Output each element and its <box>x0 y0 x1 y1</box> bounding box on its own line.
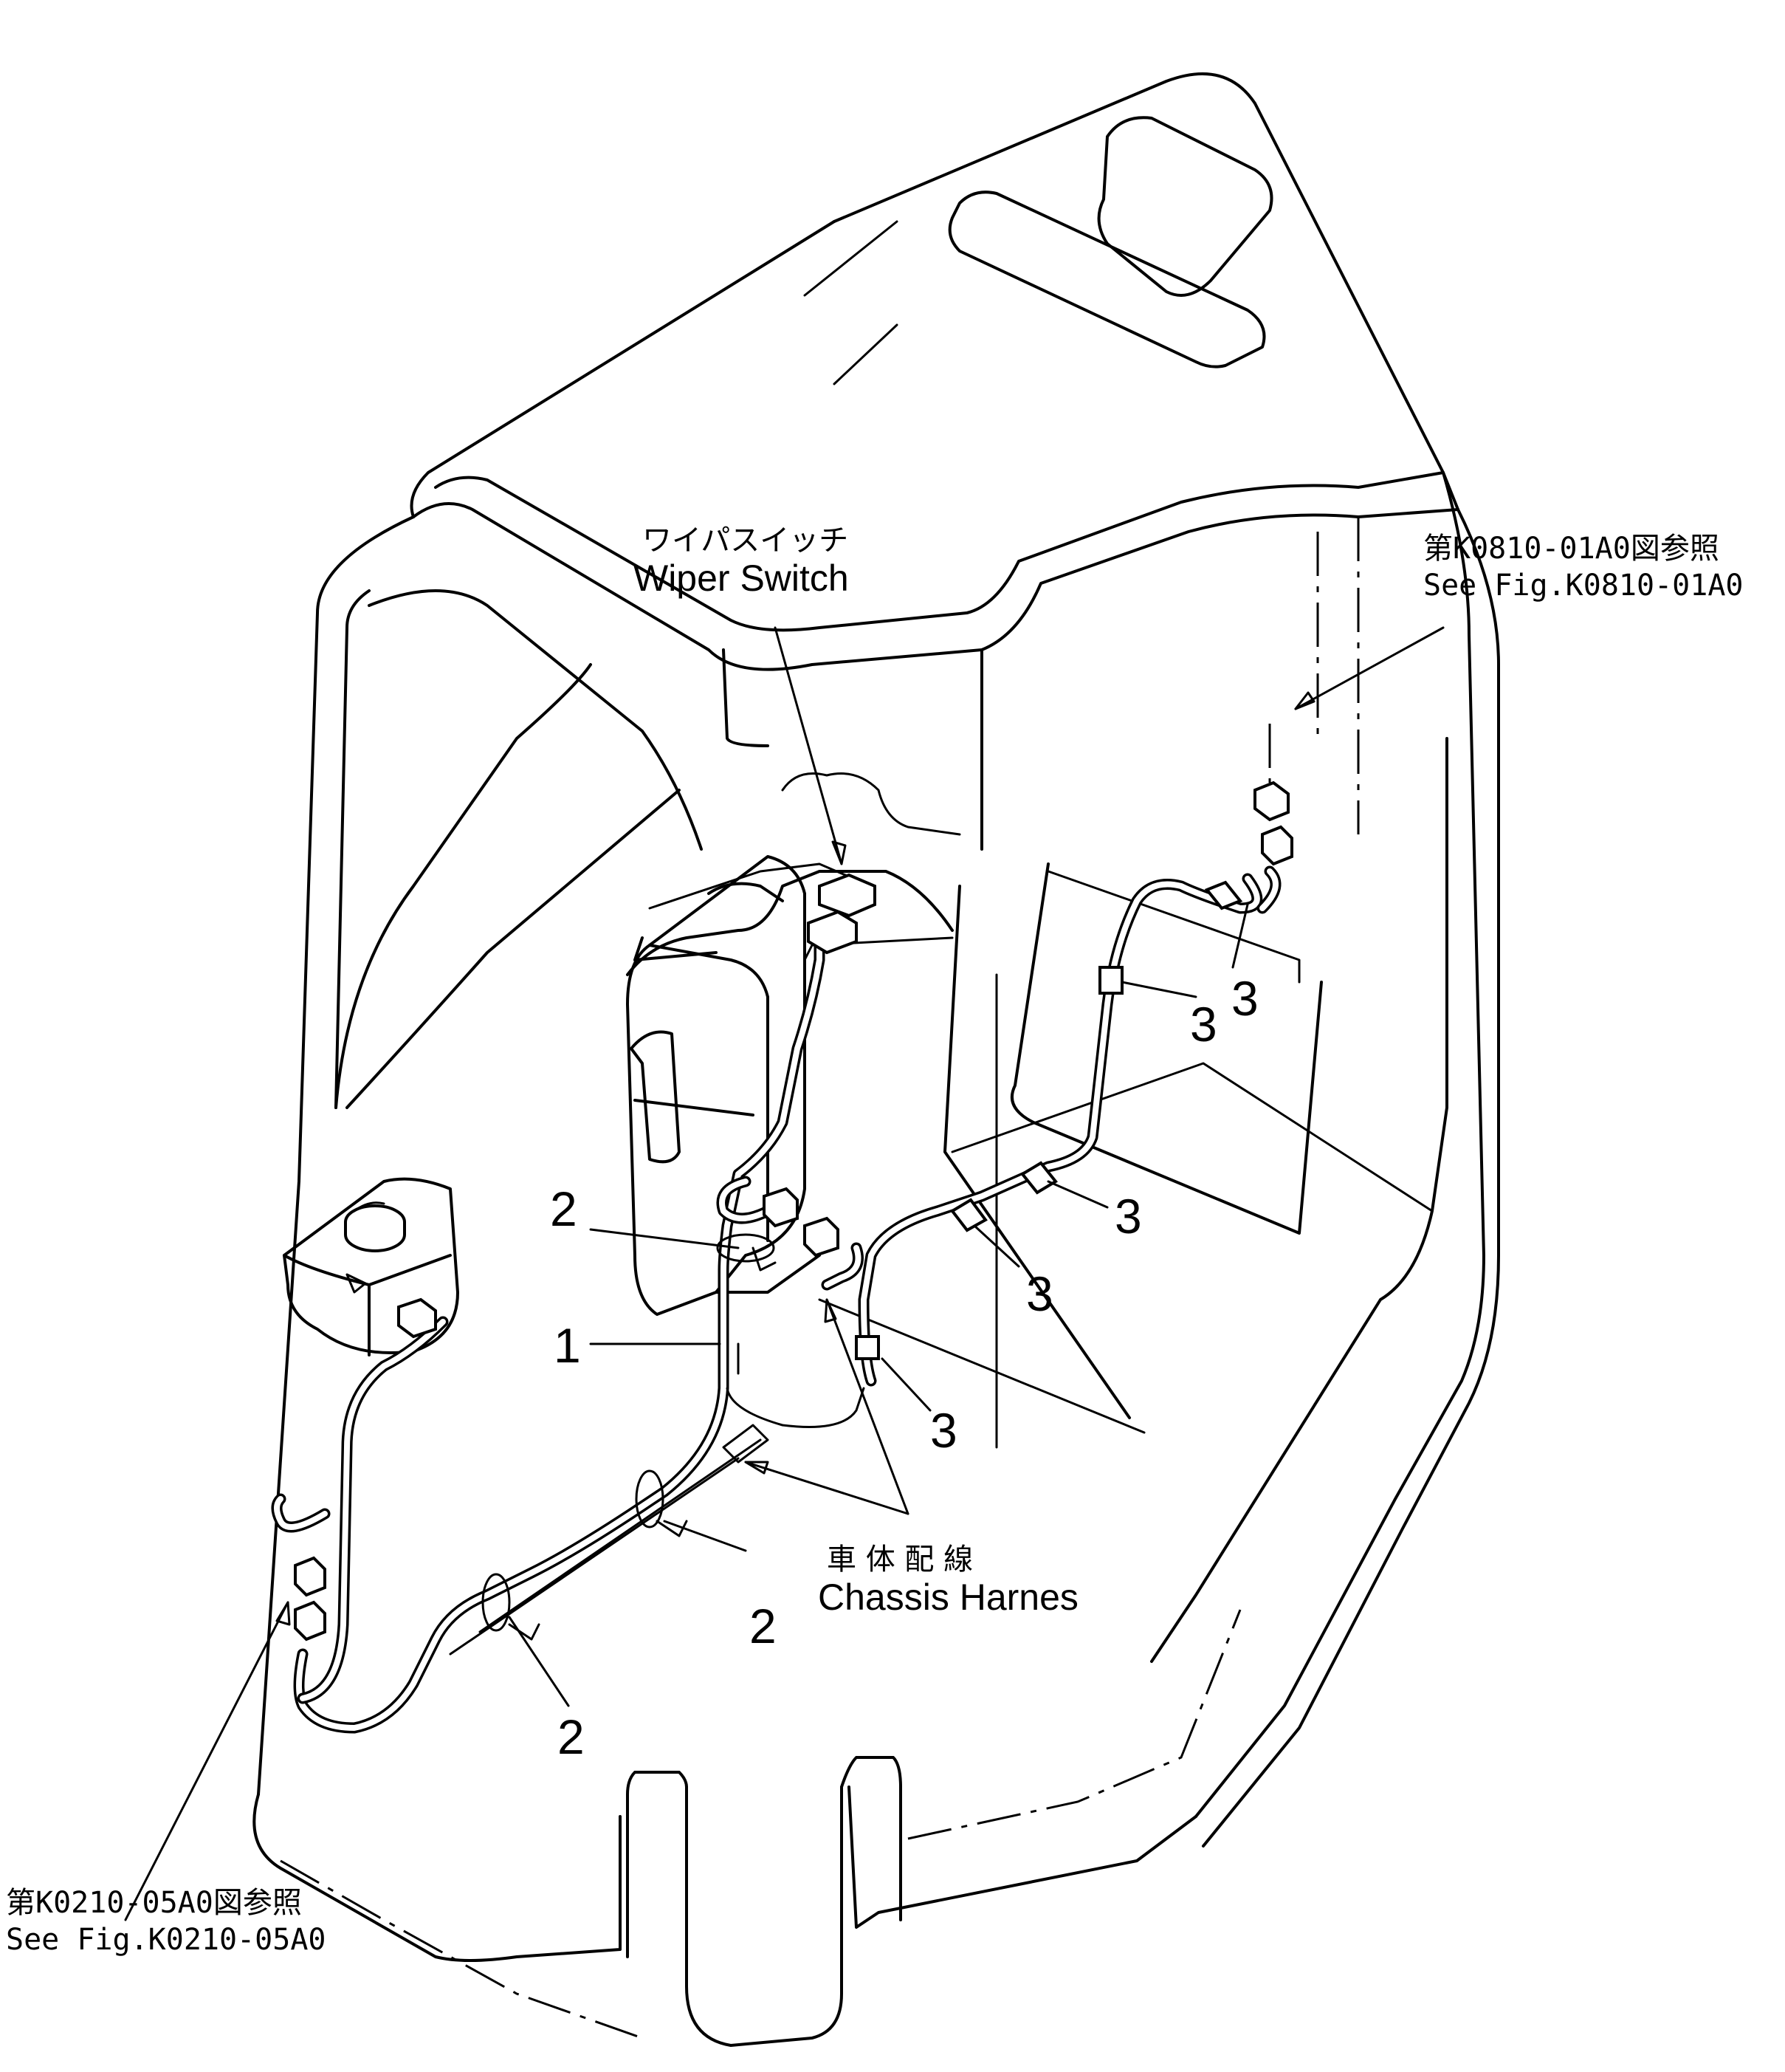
clamp <box>481 1573 511 1632</box>
harness-clamps <box>481 880 1243 1641</box>
part-callouts: 1 2 2 2 3 3 3 3 3 <box>550 971 1259 1764</box>
fig-ref-right-jp: 第K0810-01A0図参照 <box>1423 532 1719 566</box>
callout-number: 3 <box>1026 1266 1053 1321</box>
fig-ref-left-jp: 第K0210-05A0図参照 <box>6 1886 302 1920</box>
callout-number: 1 <box>554 1318 581 1373</box>
connector <box>1261 825 1293 866</box>
harness-wires <box>271 724 1282 1734</box>
wiper-switch-label-en: Wiper Switch <box>633 558 849 599</box>
clamp <box>1204 880 1243 910</box>
callout-number: 3 <box>1190 997 1217 1052</box>
clamp <box>950 1198 988 1232</box>
chassis-harness-label-en: Chassis Harnes <box>818 1577 1079 1618</box>
leader-lines <box>124 626 1445 1921</box>
connector <box>803 1216 839 1258</box>
connector <box>763 1187 799 1228</box>
fig-ref-left-en: See Fig.K0210-05A0 <box>6 1923 326 1957</box>
callout-number: 3 <box>1115 1189 1142 1243</box>
wiper-switch-label-jp: ワイパスイッチ <box>642 524 848 558</box>
connector <box>818 873 876 918</box>
fig-ref-right-en: See Fig.K0810-01A0 <box>1423 569 1743 603</box>
clamp <box>1020 1161 1058 1195</box>
callout-number: 2 <box>749 1599 777 1653</box>
connector <box>294 1600 326 1642</box>
connector <box>397 1297 437 1339</box>
cab-frame <box>252 471 1500 2047</box>
clamp <box>716 1233 775 1263</box>
cab-roof <box>410 72 1459 851</box>
console <box>626 855 954 1316</box>
callout-number: 3 <box>930 1403 957 1458</box>
chassis-harness-label-jp: 車 体 配 線 <box>827 1543 973 1577</box>
callout-number: 3 <box>1231 971 1259 1026</box>
connectors <box>294 781 1293 1642</box>
callout-number: 2 <box>557 1709 585 1764</box>
connector <box>807 910 858 955</box>
connector <box>294 1556 326 1597</box>
callout-number: 2 <box>550 1181 577 1236</box>
connector <box>1253 781 1290 822</box>
clamp <box>635 1469 664 1529</box>
text-labels: ワイパスイッチ Wiper Switch 車 体 配 線 Chassis Har… <box>6 524 1743 1957</box>
clamp <box>855 1335 880 1360</box>
clamp <box>1098 966 1124 995</box>
